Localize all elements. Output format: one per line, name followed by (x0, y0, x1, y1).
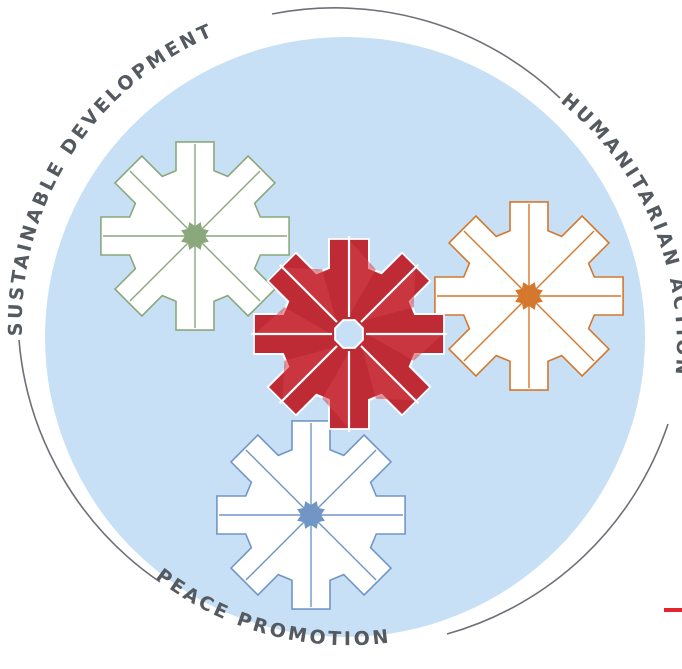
gear-blue-hub (297, 501, 325, 529)
ring-segment-bottom-left (18, 339, 161, 583)
gear-orange-spoke (528, 295, 595, 362)
outer-ring (18, 7, 669, 635)
gear-blue-spoke (245, 449, 312, 516)
gear-orange-spoke (463, 295, 530, 362)
gear-center-spoke (360, 345, 420, 405)
gear-center-facet (349, 240, 376, 316)
gear-center-facet (282, 346, 337, 401)
gear-blue-spoke (310, 449, 377, 516)
gear-green-hub (181, 222, 209, 250)
gear-center-spoke (278, 263, 338, 323)
gear-humanitarian-action (434, 201, 624, 391)
ring-segment-bottom-right (446, 423, 669, 635)
gear-green-spoke (129, 170, 196, 237)
gear-center-spoke (360, 263, 420, 323)
gear-center (251, 236, 447, 432)
gear-center-facet (322, 352, 349, 428)
gear-orange-spoke (463, 230, 530, 297)
gear-green-spoke (194, 170, 261, 237)
gear-orange-hub (515, 282, 543, 310)
ring-segment-top (271, 7, 561, 99)
gear-center-hole (334, 319, 364, 349)
gear-blue-spoke (245, 514, 312, 581)
gear-sustainable-development (100, 141, 290, 331)
gear-center-facet (367, 334, 443, 361)
gear-center-facet (255, 307, 331, 334)
gear-peace-promotion (216, 420, 406, 610)
gear-blue-spoke (310, 514, 377, 581)
gear-center-spoke (278, 345, 338, 405)
gear-green-spoke (194, 235, 261, 302)
crop-mark (664, 608, 682, 612)
gear-orange-spoke (528, 230, 595, 297)
gear-green-spoke (129, 235, 196, 302)
